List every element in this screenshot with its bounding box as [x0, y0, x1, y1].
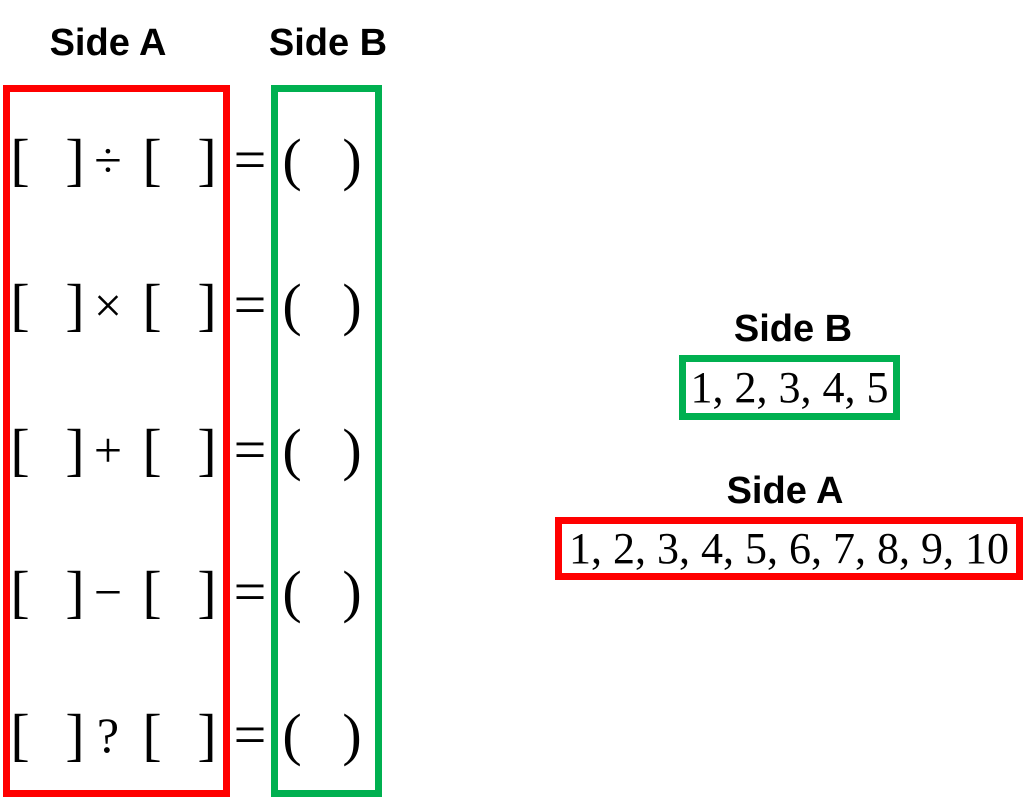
right-bracket-open: [ — [142, 417, 162, 482]
side-a-box — [3, 85, 230, 797]
result-paren-open: ( — [282, 127, 302, 192]
left-bracket-open: [ — [10, 559, 30, 624]
left-bracket-open: [ — [10, 127, 30, 192]
operator: ? — [96, 707, 120, 763]
result-paren-open: ( — [282, 702, 302, 767]
right-bracket-open: [ — [142, 272, 162, 337]
result-paren-open: ( — [282, 417, 302, 482]
side-b-heading: Side B — [268, 22, 388, 64]
equals-sign: = — [233, 417, 267, 482]
operator: − — [93, 564, 123, 620]
left-bracket-close: ] — [65, 417, 85, 482]
side-b-box — [271, 85, 382, 797]
side-b-values-box: 1, 2, 3, 4, 5 — [679, 355, 900, 420]
side-b-legend-heading: Side B — [733, 308, 853, 350]
right-bracket-close: ] — [197, 272, 217, 337]
equals-sign: = — [233, 127, 267, 192]
result-paren-close: ) — [342, 417, 362, 482]
side-a-heading: Side A — [49, 22, 167, 64]
operator: ÷ — [94, 132, 122, 188]
equation-row: []×[]=() — [0, 270, 400, 340]
left-bracket-close: ] — [65, 127, 85, 192]
result-paren-close: ) — [342, 559, 362, 624]
right-bracket-close: ] — [197, 127, 217, 192]
right-bracket-open: [ — [142, 127, 162, 192]
operator: + — [93, 422, 123, 478]
result-paren-close: ) — [342, 272, 362, 337]
left-bracket-open: [ — [10, 417, 30, 482]
left-bracket-close: ] — [65, 272, 85, 337]
left-bracket-close: ] — [65, 559, 85, 624]
right-bracket-close: ] — [197, 417, 217, 482]
right-bracket-close: ] — [197, 559, 217, 624]
left-bracket-open: [ — [10, 702, 30, 767]
operator: × — [93, 277, 123, 333]
left-bracket-open: [ — [10, 272, 30, 337]
equation-row: []+[]=() — [0, 415, 400, 485]
equals-sign: = — [233, 559, 267, 624]
right-bracket-open: [ — [142, 702, 162, 767]
equation-row: []÷[]=() — [0, 125, 400, 195]
side-a-values-box: 1, 2, 3, 4, 5, 6, 7, 8, 9, 10 — [555, 517, 1023, 580]
result-paren-open: ( — [282, 272, 302, 337]
equals-sign: = — [233, 702, 267, 767]
right-bracket-open: [ — [142, 559, 162, 624]
side-a-legend-heading: Side A — [726, 470, 844, 512]
equation-row: []?[]=() — [0, 700, 400, 770]
equals-sign: = — [233, 272, 267, 337]
result-paren-open: ( — [282, 559, 302, 624]
right-bracket-close: ] — [197, 702, 217, 767]
result-paren-close: ) — [342, 127, 362, 192]
result-paren-close: ) — [342, 702, 362, 767]
left-bracket-close: ] — [65, 702, 85, 767]
equation-row: []−[]=() — [0, 557, 400, 627]
